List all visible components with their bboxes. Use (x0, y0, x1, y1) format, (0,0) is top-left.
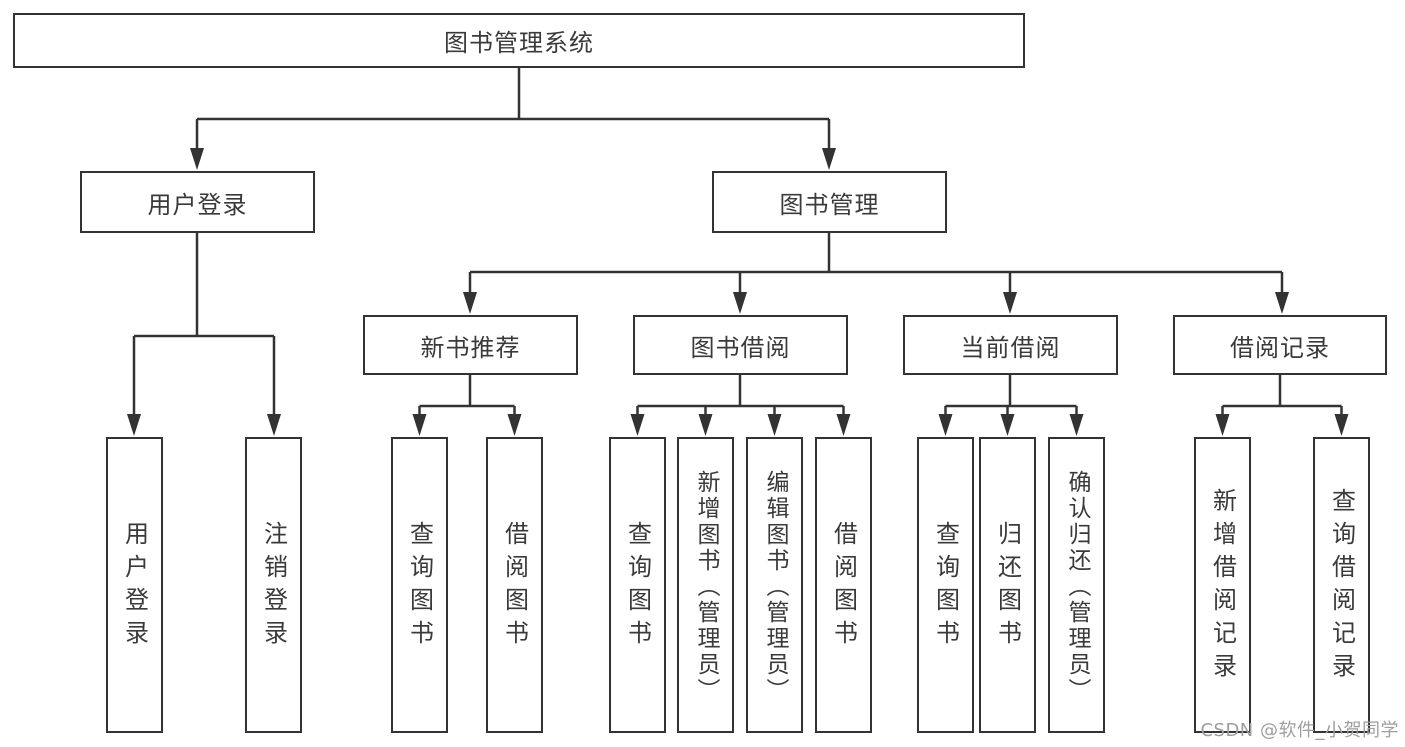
leaf-add-borrow-record: 新增借阅记录 (1194, 437, 1251, 733)
leaf-edit-book-admin: 编辑图书（管理员） (746, 437, 803, 733)
csdn-watermark: CSDN @软件_小贺同学 (1200, 720, 1399, 741)
leaf-borrow-books-borrowing: 借阅图书 (815, 437, 872, 733)
node-user-login: 用户登录 (80, 171, 315, 233)
leaf-logout: 注销登录 (245, 437, 302, 733)
leaf-query-books-borrowing: 查询图书 (609, 437, 666, 733)
node-current-borrowing: 当前借阅 (903, 315, 1118, 375)
leaf-user-login: 用户登录 (106, 437, 163, 733)
leaf-borrow-books-recommend: 借阅图书 (486, 437, 543, 733)
node-borrowing-records: 借阅记录 (1173, 315, 1387, 375)
leaf-query-books-recommend: 查询图书 (391, 437, 448, 733)
node-book-management: 图书管理 (712, 171, 947, 233)
node-library-management-system: 图书管理系统 (13, 13, 1025, 68)
leaf-query-borrow-record: 查询借阅记录 (1313, 437, 1370, 733)
leaf-query-books-current: 查询图书 (917, 437, 974, 733)
leaf-return-book: 归还图书 (979, 437, 1036, 733)
leaf-confirm-return-admin: 确认归还（管理员） (1048, 437, 1105, 733)
node-book-borrowing: 图书借阅 (633, 315, 848, 375)
node-new-book-recommendation: 新书推荐 (363, 315, 578, 375)
leaf-add-book-admin: 新增图书（管理员） (677, 437, 734, 733)
arrowheads (127, 148, 1349, 436)
